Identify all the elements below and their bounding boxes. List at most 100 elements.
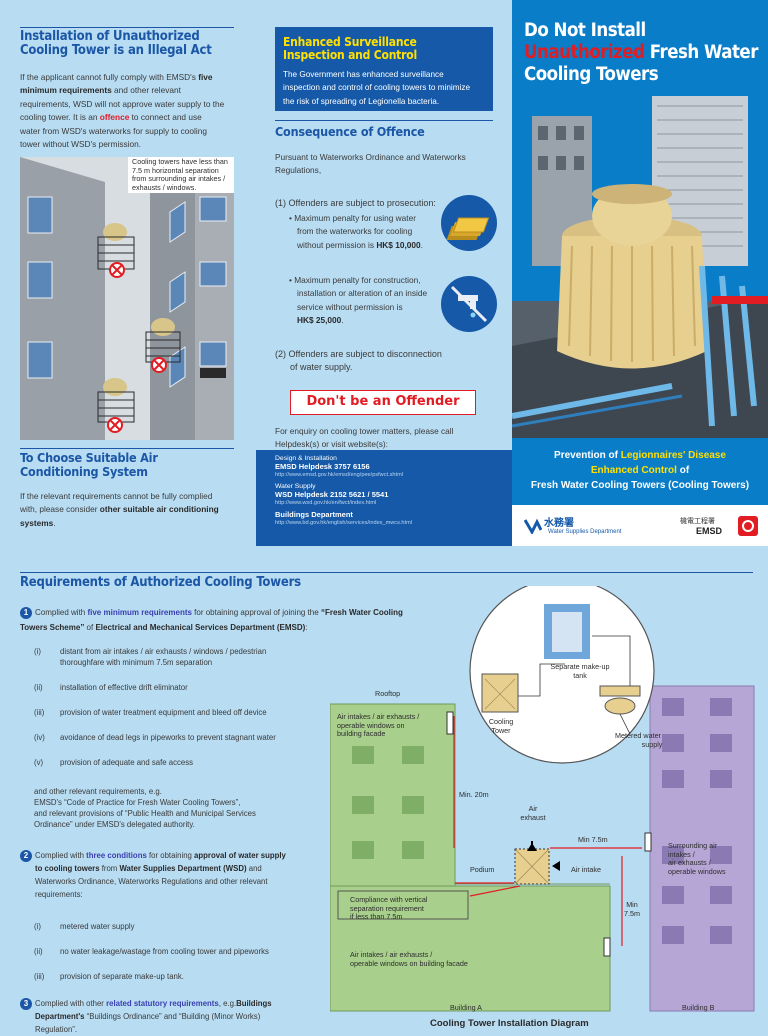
label-line: if less than 7.5m [350,912,403,921]
number-badge: 3 [20,998,32,1010]
emsd-helpdesk: EMSD Helpdesk 3757 6156 [275,462,370,471]
item-prosecution: (1) Offenders are subject to prosecution… [275,198,436,208]
wsd-conditions: (i)metered water supply (ii)no water lea… [34,921,334,982]
cover-title-line2: Fresh Water [644,42,759,63]
label-line: Compliance with vertical [350,895,428,904]
band-enhanced-control: Enhanced Control [590,465,677,476]
label-line: Air intakes / air exhausts / [337,712,420,721]
bullet-penalty-10000: • Maximum penalty for using water from t… [289,212,439,252]
box-text-line: The Government has enhanced surveillance [283,70,444,79]
installation-diagram [330,586,755,1012]
p1-text: requirements, WSD will not approve water… [20,98,225,109]
label-line: Cooling [488,717,514,726]
req-bold: Water Supplies Department (WSD) [119,864,247,873]
label-line: Min [626,900,638,909]
number-badge: 2 [20,850,32,862]
surveillance-title: Enhanced Surveillance Inspection and Con… [283,36,417,62]
p2-bold: other suitable air conditioning [99,504,219,515]
cooling-tower-body [557,184,707,369]
band-text: Fresh Water Cooling Towers (Cooling Towe… [530,480,750,491]
list-text: thoroughfare with minimum 7.5m separatio… [60,658,213,667]
label-line: operable windows on building facade [350,958,468,968]
contact-label: Water Supply [275,483,316,490]
other-line: Ordinance” under EMSD's delegated author… [34,820,195,829]
requirements-spread: Requirements of Authorized Cooling Tower… [0,546,768,1034]
consequence-title: Consequence of Offence [275,124,425,139]
bd-link[interactable]: http://www.bd.gov.hk/english/services/in… [275,520,412,526]
callout-line: exhausts / windows. [132,182,197,192]
p1-text: If the applicant cannot fully comply wit… [20,72,199,82]
section-rule [275,120,493,121]
roman-numeral: (v) [34,758,44,767]
box-title-line: Inspection and Control [283,48,417,62]
label-line: operable windows [668,866,726,876]
req-text: , e.g. [218,999,237,1008]
panel-illegal-act: Installation of Unauthorized Cooling Tow… [0,0,256,546]
bullet-text: installation or alteration of an inside [297,288,428,299]
bullet-text: from the waterworks for cooling [297,226,413,237]
p1-text: cooling tower. It is an [20,112,100,123]
label-line: building facade [337,729,386,738]
min-75m-horizontal-label: Min 7.5m [578,835,608,844]
p1-offence: offence [99,112,130,123]
cooling-tower-illustration [512,96,768,438]
req-text: requirements: [35,890,83,899]
building-a-windows [352,746,424,859]
p1-text: water from WSD's waterworks for supply t… [20,125,207,136]
bullet-penalty-25000: • Maximum penalty for construction, inst… [289,274,449,328]
label-line: Surrounding air [668,841,718,850]
band-text: Prevention of [554,450,621,461]
wsd-link[interactable]: http://www.wsd.gov.hk/en/fwct/index.html [275,500,377,506]
list-text: provision of water treatment equipment a… [60,708,267,717]
callout-line: 7.5 m horizontal separation [132,165,219,175]
panel1-title-line1: Installation of Unauthorized [20,29,200,44]
label-line: operable windows on [337,720,405,730]
intro-line: Pursuant to Waterworks Ordinance and Wat… [275,152,466,162]
bullet-text: . [420,239,423,250]
list-text: installation of effective drift eliminat… [60,683,188,692]
label-line: 7.5m [624,908,640,918]
subtitle-line1: To Choose Suitable Air [20,450,158,465]
facade-label-bottom: Air intakes / air exhausts /operable win… [350,950,510,968]
band-legionnaires: Legionnaires' Disease [620,450,726,461]
req-highlight: five minimum requirements [87,608,192,617]
building-a-label: Building A [450,1003,482,1012]
req-bold: “Fresh Water Cooling [320,608,403,617]
item2-line: of water supply. [290,362,353,373]
callout-line: Cooling towers have less than [132,157,228,166]
building-b-windows [662,698,732,944]
req-text: Complied with [35,608,88,617]
box-text-line: inspection and control of cooling towers… [283,83,471,93]
cooling-tower-icon [481,673,519,713]
bullet-text: service without permission is [297,301,403,312]
intro-line: Regulations, [275,165,322,176]
panel1-title-line2: Cooling Tower is an Illegal Act [20,43,212,58]
req-highlight: related statutory requirements [106,999,219,1008]
other-line: and relevant provisions of “Public Healt… [34,809,256,818]
podium-label: Podium [470,865,495,874]
label-line: Tower [491,725,511,735]
p1-five: five [198,72,213,82]
number-badge: 1 [20,607,32,619]
req-bold: Department's [35,1012,85,1021]
emsd-link[interactable]: http://www.emsd.gov.hk/emsd/eng/pee/psfw… [275,472,403,478]
bullet-text: . [341,315,344,326]
contact-label: Design & Installation [275,455,337,462]
emsd-requirements: (i)distant from air intakes / air exhaus… [34,646,334,768]
contact-list: Design & Installation EMSD Helpdesk 3757… [275,455,412,527]
makeup-tank-icon [544,604,590,659]
label-line: intakes / [668,849,695,859]
p1-text: tower without WSD's permission. [20,139,142,150]
cover-title-line1: Do Not Install [524,20,646,41]
wsd-english-name: Water Supplies Department [548,529,622,535]
req-text: Complied with [35,851,87,860]
roman-numeral: (i) [34,647,41,656]
req-text: of [84,623,96,632]
list-text: metered water supply [60,922,135,931]
label-line: supply [641,739,663,749]
water-meter-icon [599,685,641,715]
